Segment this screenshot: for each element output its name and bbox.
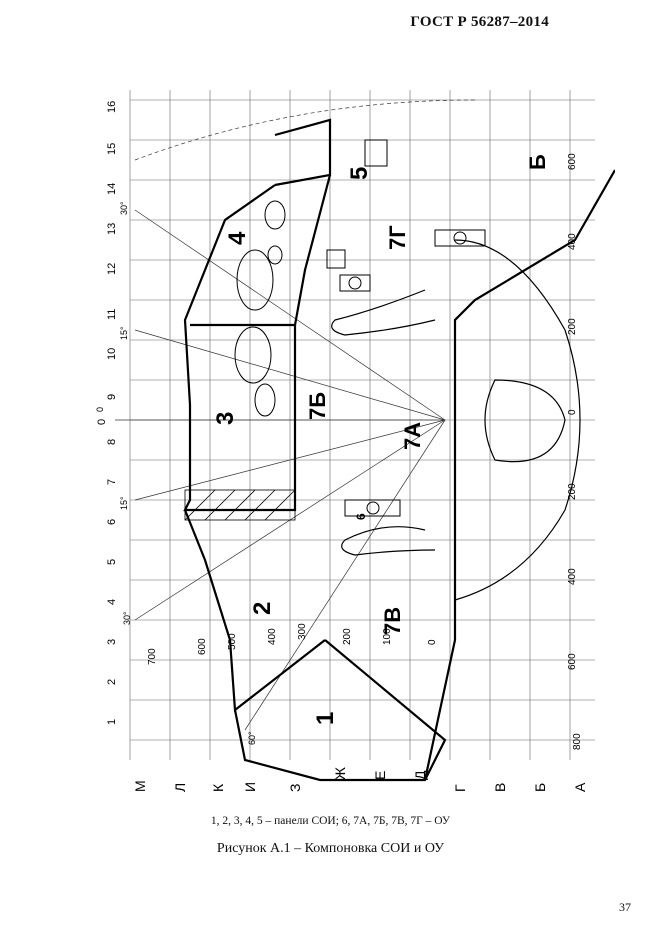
col-label: 6 bbox=[106, 519, 118, 525]
col-label: 3 bbox=[106, 639, 118, 645]
ou-label: 7А bbox=[400, 422, 425, 450]
panel-label: 5 bbox=[346, 167, 373, 180]
panel-label: 2 bbox=[249, 602, 276, 615]
row-label: Е bbox=[372, 771, 388, 780]
row-label: Ж bbox=[332, 767, 348, 780]
control-devices bbox=[326, 139, 486, 517]
col-label: 10 bbox=[106, 348, 118, 360]
scale-label: 200 bbox=[342, 628, 353, 645]
scale-label: 600 bbox=[567, 153, 578, 170]
row-label: М bbox=[132, 780, 148, 792]
scale-label: 200 bbox=[567, 318, 578, 335]
scale-label: 400 bbox=[567, 568, 578, 585]
angle-label: 15° bbox=[119, 496, 129, 510]
row-label: Г bbox=[452, 784, 468, 792]
scale-label: 100 bbox=[382, 628, 393, 645]
col-label: 0 bbox=[96, 419, 108, 425]
row-label: Л bbox=[172, 783, 188, 792]
angle-label: 30° bbox=[119, 201, 129, 215]
hatched-area bbox=[184, 489, 296, 521]
ou-labels: 7А 7Б 7В 7Г 6 Б bbox=[305, 154, 550, 635]
page-number: 37 bbox=[619, 900, 631, 914]
right-scale: 600 400 200 0 200 400 600 800 bbox=[567, 153, 583, 750]
col-label: 11 bbox=[106, 309, 118, 320]
row-label: А bbox=[572, 782, 588, 792]
panel-labels: 1 2 3 4 5 bbox=[212, 167, 373, 725]
scale-label: 0 bbox=[427, 639, 438, 645]
column-labels: 16 15 14 13 12 11 10 9 0 8 7 6 5 4 3 2 1 bbox=[96, 101, 118, 725]
scale-label: 400 bbox=[567, 233, 578, 250]
scale-label: 800 bbox=[572, 733, 583, 750]
figure-caption: Рисунок А.1 – Компоновка СОИ и ОУ bbox=[216, 841, 445, 856]
document-header: ГОСТ Р 56287–2014 bbox=[410, 14, 549, 30]
col-label: 12 bbox=[106, 263, 118, 275]
col-label: 7 bbox=[106, 479, 118, 485]
scale-label: 300 bbox=[297, 623, 308, 640]
scale-label: 700 bbox=[147, 648, 158, 665]
scale-label: 600 bbox=[197, 638, 208, 655]
grid bbox=[129, 90, 595, 760]
operator-silhouette bbox=[331, 239, 581, 601]
panel-label: 3 bbox=[212, 412, 239, 425]
scale-label: 0 bbox=[567, 409, 578, 415]
angle-labels: 30° 15° 0 15° 30° 60° bbox=[95, 201, 257, 745]
scale-label: 200 bbox=[567, 483, 578, 500]
col-label: 4 bbox=[106, 599, 118, 605]
col-label: 14 bbox=[106, 183, 118, 195]
scale-label: 400 bbox=[267, 628, 278, 645]
row-label: Д bbox=[412, 770, 428, 780]
row-labels: М Л К И З Ж Е Д Г В Б А bbox=[132, 767, 588, 792]
instrument-dials bbox=[234, 200, 286, 417]
row-label: Б bbox=[532, 783, 548, 792]
angle-label: 0 bbox=[95, 407, 105, 412]
angle-label: 60° bbox=[247, 731, 257, 745]
row-label: К bbox=[210, 783, 226, 792]
panel-label: 1 bbox=[312, 712, 339, 725]
figure-legend: 1, 2, 3, 4, 5 – панели СОИ; 6, 7А, 7Б, 7… bbox=[210, 815, 451, 827]
panel-label: 4 bbox=[224, 231, 251, 245]
ou-label: 6 bbox=[354, 513, 368, 520]
row-label: В bbox=[492, 783, 508, 792]
col-label: 13 bbox=[106, 223, 118, 235]
col-label: 1 bbox=[106, 719, 118, 725]
layout-drawing: 16 15 14 13 12 11 10 9 0 8 7 6 5 4 3 2 1… bbox=[95, 90, 615, 792]
col-label: 15 bbox=[106, 143, 118, 155]
col-label: 9 bbox=[106, 394, 118, 400]
row-label: И bbox=[242, 782, 258, 792]
ou-label: 7В bbox=[380, 607, 405, 635]
col-label: 5 bbox=[106, 559, 118, 565]
scale-label: 600 bbox=[567, 653, 578, 670]
row-label: З bbox=[287, 784, 303, 792]
scale-label: 500 bbox=[227, 633, 238, 650]
layout-figure: 16 15 14 13 12 11 10 9 0 8 7 6 5 4 3 2 1… bbox=[95, 80, 615, 800]
angle-label: 15° bbox=[119, 326, 129, 340]
angle-label: 30° bbox=[122, 611, 132, 625]
ou-label: 7Г bbox=[385, 225, 410, 250]
col-label: 8 bbox=[106, 439, 118, 445]
ou-label: Б bbox=[525, 154, 550, 170]
left-scale: 700 600 500 400 300 200 100 0 bbox=[147, 623, 438, 665]
col-label: 16 bbox=[106, 101, 118, 113]
col-label: 2 bbox=[106, 679, 118, 685]
ou-label: 7Б bbox=[305, 392, 330, 420]
